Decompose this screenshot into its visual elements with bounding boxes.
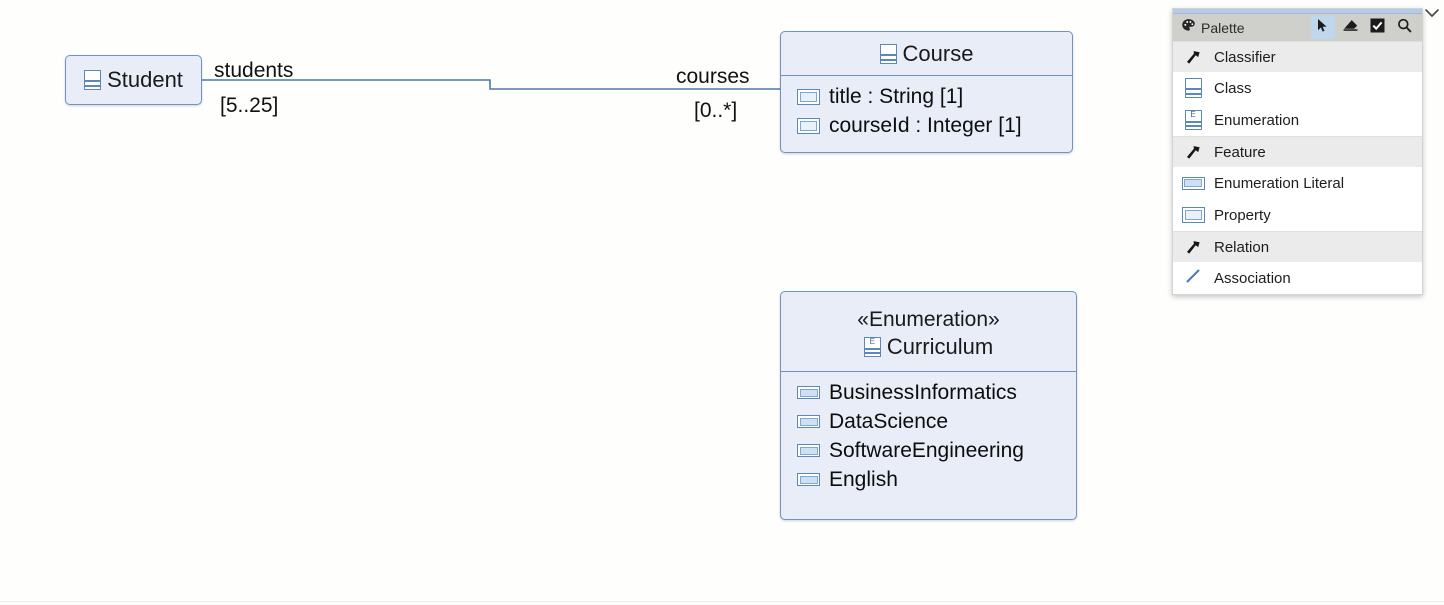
uml-literal-icon	[797, 415, 820, 428]
hammer-icon	[1182, 240, 1204, 255]
uml-enumeration-icon: E	[1184, 110, 1202, 130]
uml-class-icon	[1184, 78, 1202, 98]
node-name: Course	[902, 41, 974, 66]
uml-literal-icon	[1181, 176, 1205, 190]
palette-item-enumeration-literal[interactable]: Enumeration Literal	[1173, 167, 1422, 199]
uml-literal-icon	[797, 386, 820, 399]
node-name: Student	[107, 67, 183, 92]
palette-item-label: Property	[1214, 206, 1271, 224]
palette-header: Palette	[1173, 14, 1422, 41]
palette-icon	[1181, 18, 1196, 38]
association-target-role-label[interactable]: courses	[676, 65, 750, 88]
literal-label: SoftwareEngineering	[829, 439, 1024, 462]
palette-item-class[interactable]: Class	[1173, 72, 1422, 104]
literal-row[interactable]: English	[781, 465, 1076, 494]
uml-literal-icon	[797, 444, 820, 457]
palette-group-relation[interactable]: Relation	[1173, 231, 1422, 262]
cursor-icon	[1316, 18, 1330, 38]
selection-tool-button[interactable]	[1311, 16, 1335, 39]
literal-label: DataScience	[829, 410, 949, 433]
property-row[interactable]: courseId : Integer [1]	[781, 111, 1072, 140]
palette-item-property[interactable]: Property	[1173, 199, 1422, 231]
palette-item-enumeration[interactable]: E Enumeration	[1173, 104, 1422, 136]
literal-row[interactable]: SoftwareEngineering	[781, 436, 1076, 465]
palette-item-label: Association	[1214, 269, 1291, 287]
hammer-icon	[1182, 50, 1204, 65]
palette-item-label: Enumeration Literal	[1214, 174, 1345, 192]
property-label: courseId : Integer [1]	[829, 114, 1022, 137]
uml-literal-icon	[797, 473, 820, 486]
uml-class-icon	[879, 44, 897, 64]
chevron-down-icon	[1424, 6, 1440, 24]
association-source-role-label[interactable]: students	[214, 59, 294, 82]
collapse-palette-button[interactable]	[1421, 4, 1443, 26]
literal-row[interactable]: BusinessInformatics	[781, 378, 1076, 407]
search-tool-button[interactable]	[1392, 16, 1416, 39]
palette-group-label: Classifier	[1214, 48, 1276, 66]
uml-property-icon	[797, 88, 820, 105]
uml-property-icon	[1181, 207, 1205, 223]
literals-compartment: BusinessInformatics DataScience Software…	[781, 371, 1076, 502]
uml-class-icon	[84, 70, 102, 90]
literal-label: English	[829, 468, 898, 491]
palette-toolbar	[1311, 16, 1416, 39]
node-header: «Enumeration» E Curriculum	[781, 292, 1076, 371]
palette-group-label: Relation	[1214, 238, 1270, 256]
association-target-multiplicity-label[interactable]: [0..*]	[694, 99, 738, 122]
marquee-tool-button[interactable]	[1365, 16, 1389, 39]
uml-enumeration-icon: E	[863, 337, 881, 357]
association-line-icon	[1185, 268, 1201, 289]
association-source-multiplicity-label[interactable]: [5..25]	[220, 94, 279, 117]
palette-group-label: Feature	[1214, 143, 1266, 161]
palette-item-label: Class	[1214, 79, 1252, 97]
hammer-icon	[1182, 145, 1204, 160]
attributes-compartment: title : String [1] courseId : Integer [1…	[781, 75, 1072, 148]
uml-property-icon	[797, 117, 820, 134]
property-row[interactable]: title : String [1]	[781, 82, 1072, 111]
palette-accent-bar	[1173, 9, 1422, 14]
node-stereotype: «Enumeration»	[857, 308, 1000, 331]
palette-title: Palette	[1201, 19, 1245, 36]
property-label: title : String [1]	[829, 85, 964, 108]
palette-item-label: Enumeration	[1214, 111, 1300, 129]
palette-panel[interactable]: Palette	[1172, 8, 1423, 295]
palette-group-feature[interactable]: Feature	[1173, 136, 1422, 167]
palette-group-classifier[interactable]: Classifier	[1173, 41, 1422, 72]
checkbox-icon	[1370, 18, 1385, 38]
node-name: Curriculum	[886, 334, 994, 359]
eraser-icon	[1342, 18, 1359, 38]
palette-item-association[interactable]: Association	[1173, 262, 1422, 294]
uml-node-course[interactable]: Course title : String [1] courseId : Int…	[780, 31, 1073, 153]
node-header: Student	[84, 67, 183, 93]
literal-row[interactable]: DataScience	[781, 407, 1076, 436]
search-icon	[1397, 18, 1412, 38]
deletion-tool-button[interactable]	[1338, 16, 1362, 39]
uml-node-student[interactable]: Student	[65, 55, 202, 105]
literal-label: BusinessInformatics	[829, 381, 1017, 404]
node-header: Course	[781, 32, 1072, 75]
uml-node-curriculum[interactable]: «Enumeration» E Curriculum BusinessInfor…	[780, 291, 1077, 520]
